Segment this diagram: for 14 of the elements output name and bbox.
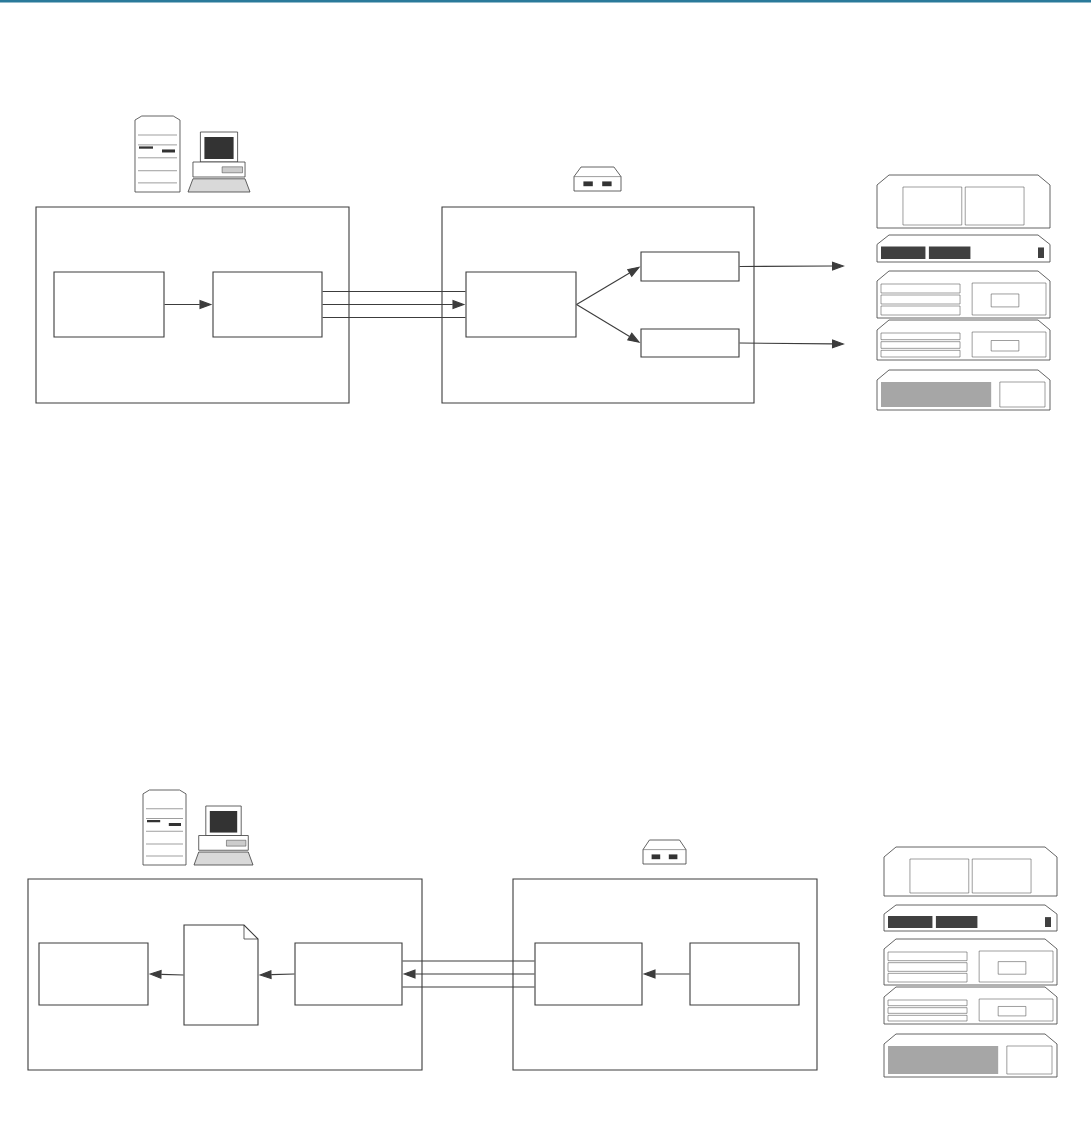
- process-box: [294, 942, 403, 1006]
- process-box: [38, 942, 149, 1006]
- connector-line: [402, 986, 535, 988]
- connector-line: [402, 960, 535, 962]
- process-box: [689, 942, 800, 1006]
- document-icon: [183, 924, 259, 1026]
- process-box: [534, 942, 643, 1006]
- process-box: [640, 328, 740, 358]
- connector-line: [322, 316, 466, 319]
- process-box: [53, 271, 165, 338]
- connector-line: [322, 290, 466, 293]
- process-box: [640, 251, 740, 282]
- process-box: [212, 271, 323, 338]
- process-box: [465, 271, 577, 338]
